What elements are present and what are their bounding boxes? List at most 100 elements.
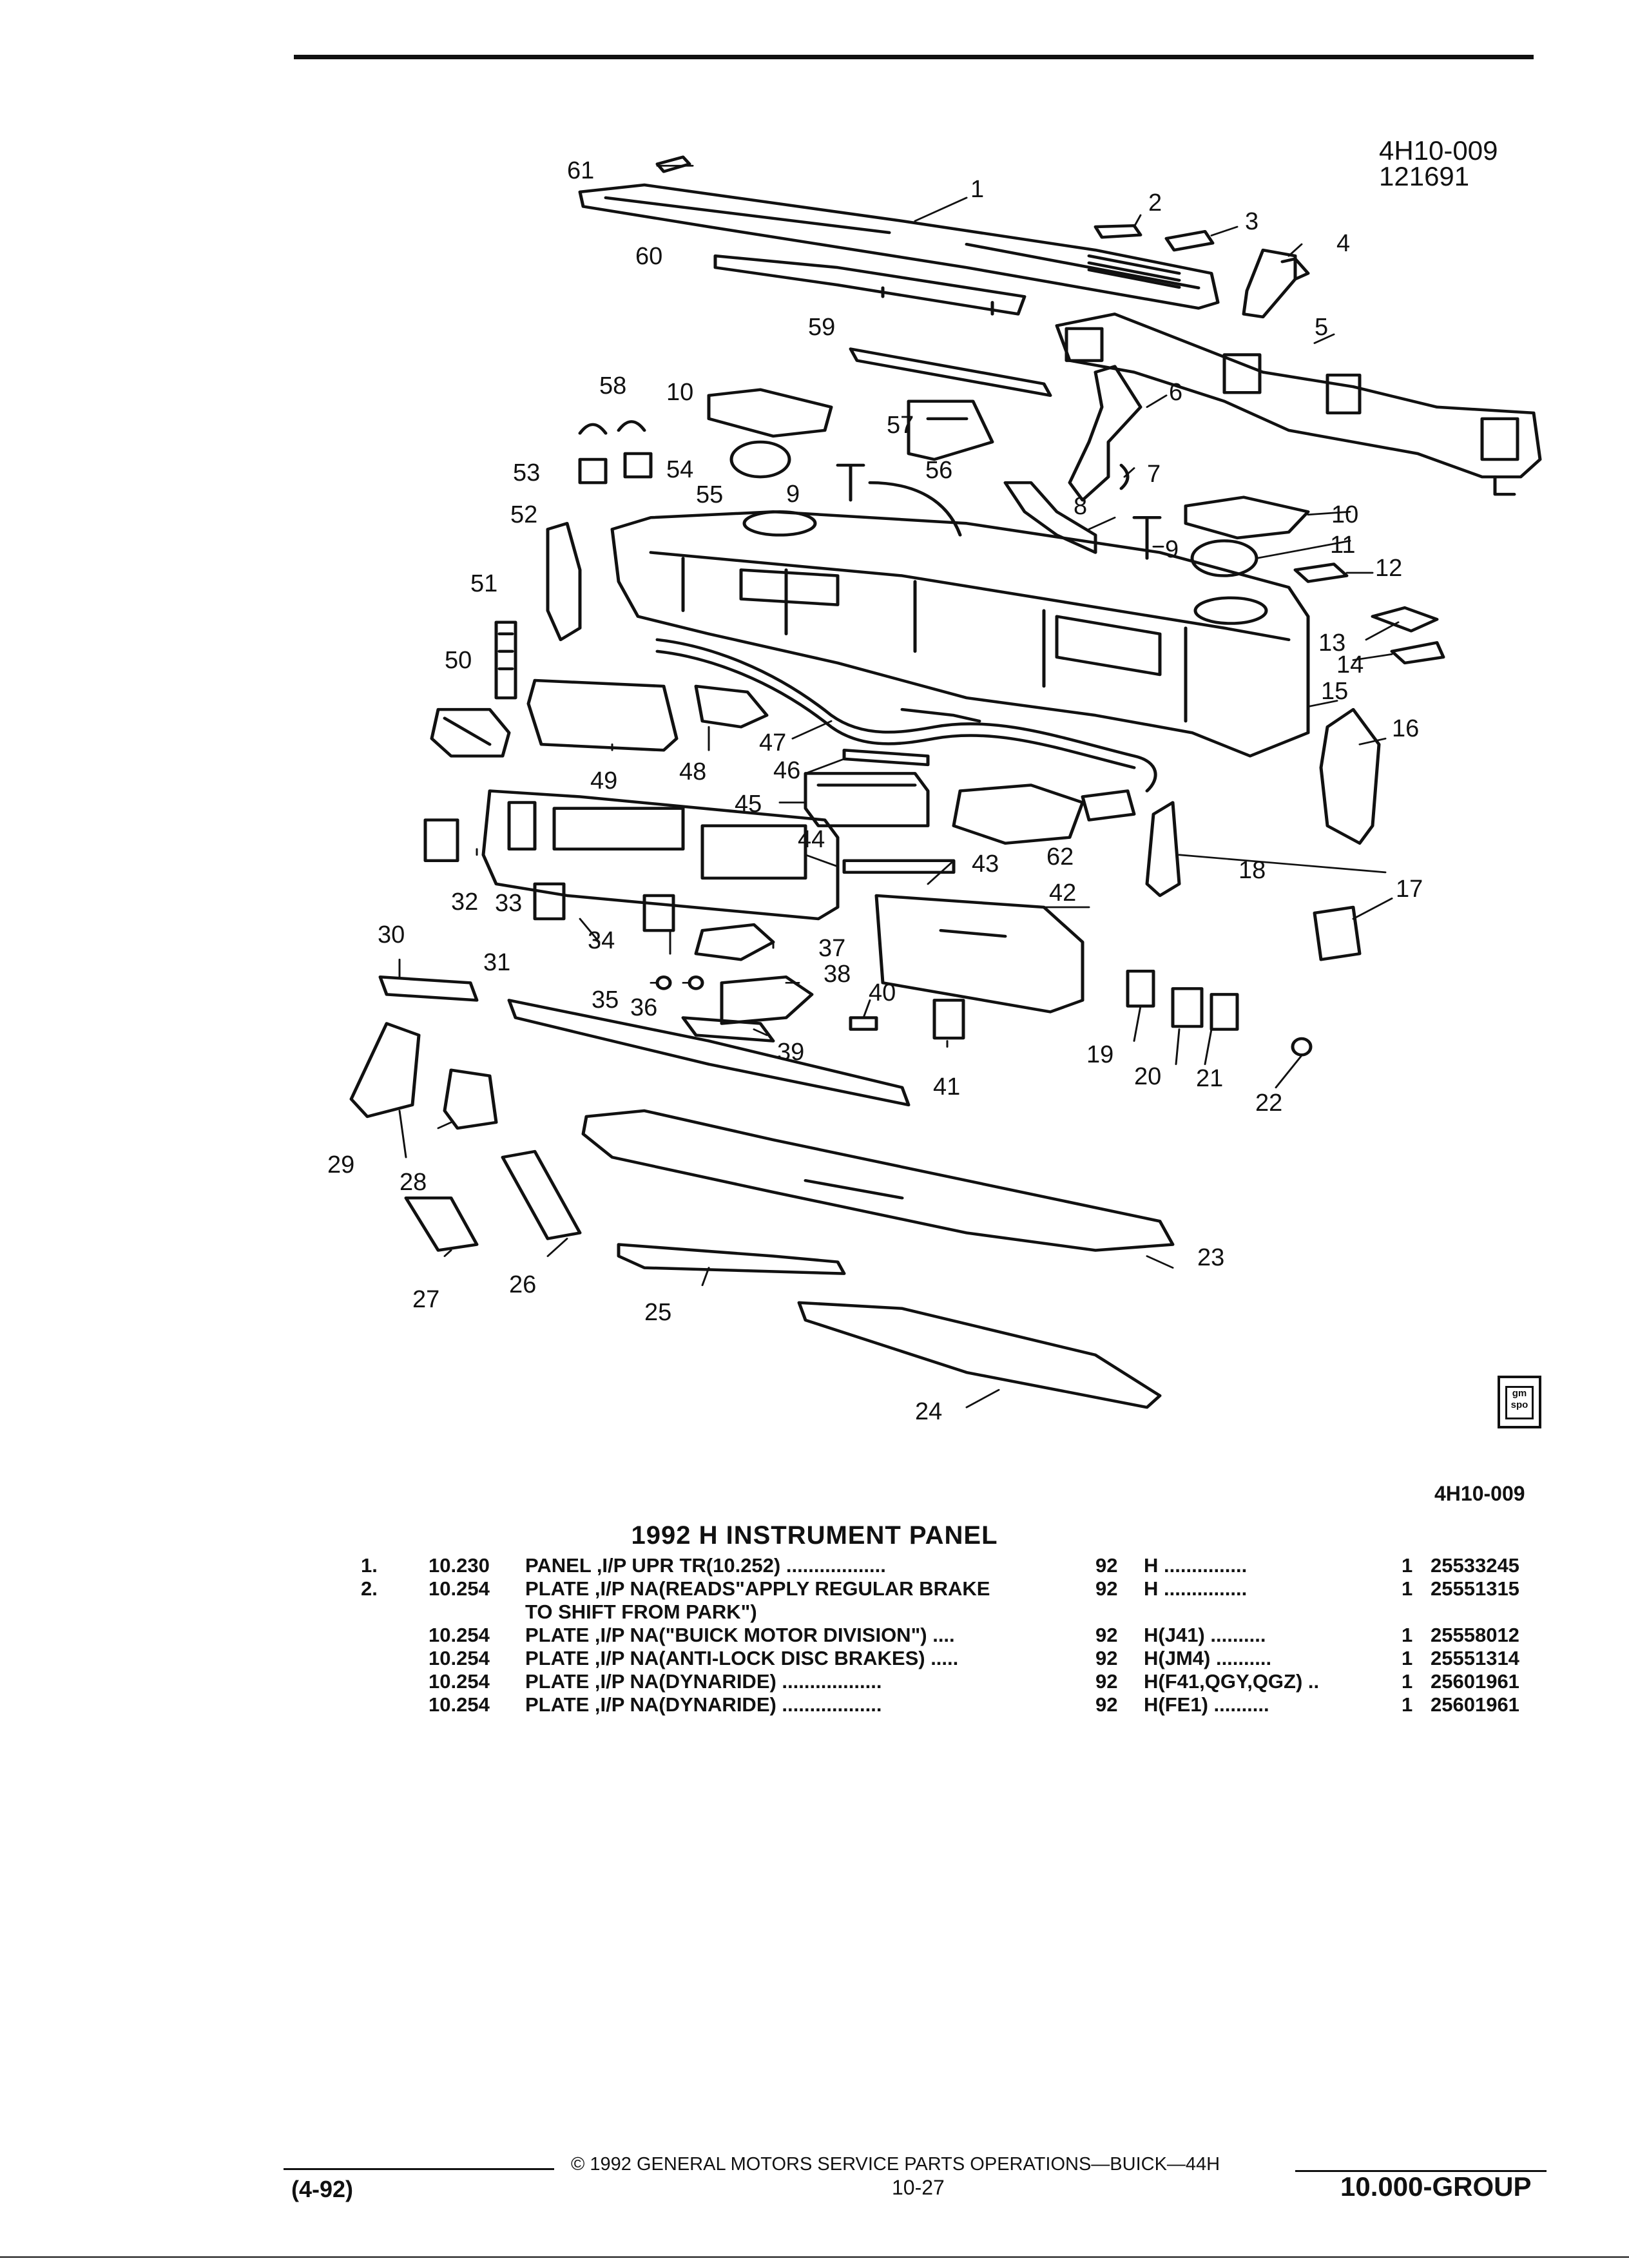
callout-12: 12 (1375, 555, 1403, 582)
part-53-socket (578, 457, 608, 485)
callout-14: 14 (1336, 651, 1364, 678)
part-55-speaker (729, 440, 791, 479)
part-description: TO SHIFT FROM PARK") (525, 1600, 757, 1623)
callout-45: 45 (735, 791, 762, 818)
part-56-harness (868, 481, 962, 537)
part-description: PANEL ,I/P UPR TR(10.252) ..............… (525, 1553, 886, 1577)
callout-31: 31 (483, 948, 511, 976)
callout-15: 15 (1321, 678, 1349, 706)
callout-17: 17 (1396, 876, 1423, 903)
parts-row: 10.254 PLATE ,I/P NA(DYNARIDE) .........… (361, 1670, 1572, 1693)
part-34-vent (533, 882, 566, 921)
part-year: 92 (1095, 1669, 1118, 1693)
part-26 (501, 1149, 582, 1240)
part-group: 10.254 (429, 1669, 490, 1693)
parts-row: 10.254 PLATE ,I/P NA(ANTI-LOCK DISC BRAK… (361, 1647, 1572, 1670)
callout-60: 60 (635, 243, 663, 271)
part-44 (842, 859, 956, 874)
callout-32: 32 (451, 889, 479, 916)
part-group: 10.230 (429, 1553, 490, 1577)
copyright-line: © 1992 GENERAL MOTORS SERVICE PARTS OPER… (571, 2154, 1220, 2175)
part-group: 10.254 (429, 1693, 490, 1716)
part-2-plate (1094, 224, 1142, 239)
part-model: H(J41) .......... (1144, 1623, 1266, 1646)
part-description: PLATE ,I/P NA(DYNARIDE) ................… (525, 1693, 882, 1716)
callout-49: 49 (590, 767, 618, 795)
callout-28: 28 (400, 1169, 427, 1196)
part-number: 25551315 (1431, 1577, 1519, 1600)
part-number: 25533245 (1431, 1553, 1519, 1577)
part-54-socket (623, 452, 653, 479)
part-39 (681, 1016, 775, 1043)
parts-row: 1. 10.230 PANEL ,I/P UPR TR(10.252) ....… (361, 1554, 1572, 1577)
bottom-rule (0, 2256, 1629, 2258)
revision-date: (4-92) (291, 2176, 354, 2203)
part-number: 25601961 (1431, 1669, 1519, 1693)
part-38-tray (720, 975, 814, 1025)
callout-59: 59 (808, 314, 836, 341)
callout-42: 42 (1049, 879, 1077, 907)
callout-61: 61 (567, 157, 595, 184)
part-year: 92 (1095, 1577, 1118, 1600)
part-31-trim (507, 999, 911, 1107)
part-51-switch (494, 620, 517, 700)
callout-1: 1 (970, 175, 985, 203)
part-5-air-duct (1055, 312, 1542, 496)
part-description: PLATE ,I/P NA("BUICK MOTOR DIVISION") ..… (525, 1623, 955, 1646)
callout-9b: 9 (1165, 536, 1179, 564)
part-12 (1293, 562, 1349, 583)
callout-39: 39 (777, 1038, 805, 1066)
callout-3: 3 (1245, 208, 1259, 236)
part-47-wiring-harness (655, 638, 1157, 793)
part-43-module (952, 783, 1084, 845)
callout-50: 50 (445, 646, 472, 674)
gm-spo-logo: gm spo (1498, 1376, 1541, 1429)
part-33-bezel (481, 789, 840, 921)
section-title: 1992 H INSTRUMENT PANEL (631, 1521, 998, 1550)
callout-37: 37 (818, 935, 846, 963)
part-50-vent (430, 707, 511, 758)
figure-code: 4H10-009 (1379, 135, 1498, 166)
callout-6: 6 (1169, 379, 1183, 407)
callout-18: 18 (1239, 857, 1266, 885)
part-year: 92 (1095, 1646, 1118, 1669)
callout-8: 8 (1074, 493, 1088, 521)
part-model: H ............... (1144, 1553, 1248, 1577)
callout-52: 52 (510, 501, 538, 528)
footer-rule-right (1295, 2170, 1547, 2173)
callout-7: 7 (1147, 460, 1161, 488)
part-17 (1313, 905, 1362, 961)
part-52-bracket (546, 522, 582, 642)
callout-21: 21 (1196, 1065, 1224, 1093)
part-qty: 1 (1402, 1623, 1413, 1646)
callout-58: 58 (599, 372, 627, 399)
part-41-vent (932, 999, 965, 1040)
part-group: 10.254 (429, 1623, 490, 1646)
part-36-knob (688, 975, 704, 990)
callout-5: 5 (1315, 314, 1329, 341)
part-19-switch (1126, 970, 1155, 1008)
part-10-cover-b (1184, 495, 1310, 540)
top-rule (294, 54, 1534, 59)
part-62 (1081, 789, 1136, 822)
callout-55: 55 (696, 481, 724, 509)
part-13 (1371, 606, 1439, 633)
callout-57: 57 (887, 412, 914, 439)
callout-29: 29 (327, 1151, 355, 1179)
gm-spo-logo-label: gm spo (1505, 1386, 1534, 1420)
part-group: 10.254 (429, 1577, 490, 1600)
part-24 (797, 1301, 1162, 1409)
part-22-nut (1291, 1037, 1313, 1057)
part-3-plate (1164, 229, 1215, 252)
part-year: 92 (1095, 1693, 1118, 1716)
page-number: 10-27 (892, 2176, 945, 2200)
part-qty: 1 (1402, 1646, 1413, 1669)
callout-48: 48 (679, 758, 707, 785)
callout-35: 35 (592, 986, 619, 1014)
callout-36: 36 (630, 994, 658, 1022)
part-25 (617, 1243, 846, 1275)
callout-51: 51 (470, 570, 498, 597)
callout-2: 2 (1148, 189, 1162, 217)
part-upper-trim-panel (578, 183, 1220, 310)
part-16-bracket (1319, 707, 1381, 845)
